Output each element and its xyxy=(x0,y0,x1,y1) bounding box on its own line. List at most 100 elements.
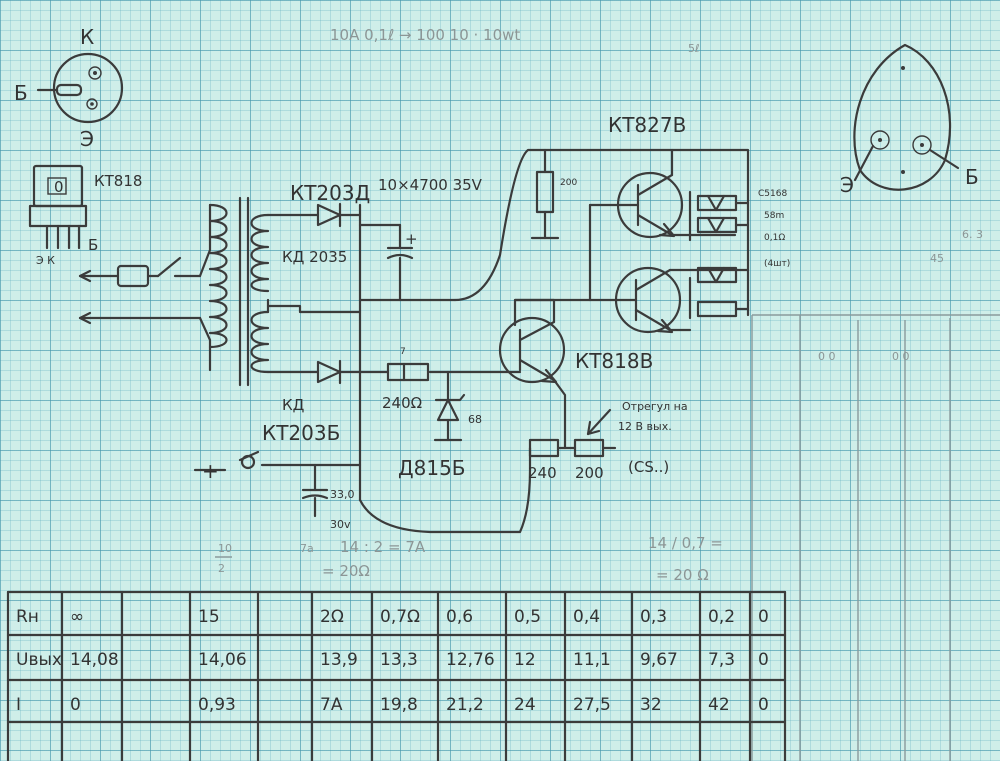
output-terminal xyxy=(240,454,256,470)
zener-value: 68 xyxy=(468,413,482,426)
pin-e-label: Э xyxy=(80,127,94,151)
r7-label: 7 xyxy=(400,347,406,357)
round-case-outline xyxy=(52,52,124,124)
faint-note-a: 6. 3 xyxy=(962,228,983,241)
calc-mid-b: 14 : 2 = 7A xyxy=(340,538,426,556)
svg-text:+: + xyxy=(405,230,418,248)
calc-left-b: 2 xyxy=(218,562,225,575)
svg-text:0: 0 xyxy=(54,178,64,196)
table-cell: 12 xyxy=(514,650,536,670)
faint-right-columns xyxy=(751,314,1000,761)
to3-e-label: Э xyxy=(840,173,854,197)
table-cell: 15 xyxy=(198,607,220,627)
zener-label: Д815Б xyxy=(398,456,466,480)
calc-right-b: = 20 Ω xyxy=(656,566,709,584)
kt818-label: КТ818В xyxy=(575,349,653,373)
r58-label: 58m xyxy=(764,211,784,221)
mains-input xyxy=(78,203,212,372)
trimmer-label: 200 xyxy=(575,464,604,482)
diode-top xyxy=(316,202,362,228)
table-cell: 9,67 xyxy=(640,650,678,670)
faint-note-b: 45 xyxy=(930,252,944,265)
fuse xyxy=(116,264,150,288)
output-wiring xyxy=(193,446,532,534)
kt827-label: КТ827В xyxy=(608,113,686,137)
table-cell: 0,7Ω xyxy=(380,607,420,627)
calc-right-a: 14 / 0,7 = xyxy=(648,534,723,552)
table-cell: 0,3 xyxy=(640,607,667,627)
table-cell: 0 xyxy=(758,650,769,670)
faint-cols-1: 0 0 xyxy=(818,350,836,363)
to3-b-label: Б xyxy=(965,165,979,189)
measurement-table xyxy=(6,590,787,761)
kd-top-label: КД 2035 xyxy=(282,248,347,266)
table-cell: 7A xyxy=(320,695,343,715)
table-cell: 0,2 xyxy=(708,607,735,627)
corner-note: 5ℓ xyxy=(688,42,700,55)
diode-bottom xyxy=(316,359,362,385)
table-cell: 13,9 xyxy=(320,650,358,670)
table-cell: 24 xyxy=(514,695,536,715)
table-cell: 0 xyxy=(758,695,769,715)
to3-pinout xyxy=(853,43,960,191)
pin-k-label: К xyxy=(80,25,94,49)
table-cell: 0,6 xyxy=(446,607,473,627)
emitter-resistor-upper xyxy=(688,190,750,242)
zener-d815 xyxy=(433,370,466,442)
table-cell: 21,2 xyxy=(446,695,484,715)
caps-label: 10×4700 35V xyxy=(378,176,483,194)
table-cell: 12,76 xyxy=(446,650,495,670)
kt818-b-label: Б xyxy=(88,236,98,254)
table-cell: 14,06 xyxy=(198,650,247,670)
table-cell: 7,3 xyxy=(708,650,735,670)
table-cell: Uвых xyxy=(16,650,62,670)
resistor-200-top xyxy=(530,148,560,240)
resistor-240-left xyxy=(358,362,430,382)
kt818-driver-transistor xyxy=(428,298,592,450)
calc-left-a: 10 xyxy=(218,542,232,555)
x4-label: (4шт) xyxy=(764,259,790,269)
adjust-note-1: Отрегул на xyxy=(622,400,688,413)
table-cell: 0 xyxy=(70,695,81,715)
r240-bottom-label: 240 xyxy=(528,464,557,482)
table-cell: 11,1 xyxy=(573,650,611,670)
table-cell: 0 xyxy=(758,607,769,627)
trimmer-resistor xyxy=(528,408,617,458)
table-cell: ∞ xyxy=(70,607,84,627)
table-cell: Rн xyxy=(16,607,39,627)
diode-top-label: КТ203Д xyxy=(290,181,370,205)
table-cell: 27,5 xyxy=(573,695,611,715)
table-cell: 14,08 xyxy=(70,650,119,670)
table-cell: 0,93 xyxy=(198,695,236,715)
round-transistor-pinout xyxy=(36,52,124,124)
table-cell: 0,4 xyxy=(573,607,600,627)
kd-bottom-label: КД xyxy=(282,396,304,414)
to126-pinout xyxy=(28,164,88,250)
kt203b-label: КТ203Б xyxy=(262,421,340,445)
plus-label: + xyxy=(202,459,219,483)
r200-top-label: 200 xyxy=(560,178,577,188)
table-cell: 42 xyxy=(708,695,730,715)
calc-mid-a: 7a xyxy=(300,542,314,555)
table-cell: 19,8 xyxy=(380,695,418,715)
table-cell: I xyxy=(16,695,21,715)
pin-b-label: Б xyxy=(14,81,28,105)
table-cell: 0,5 xyxy=(514,607,541,627)
transformer xyxy=(208,196,362,387)
adjust-note-2: 12 В вых. xyxy=(618,420,672,433)
faint-cols-2: 0 0 xyxy=(892,350,910,363)
kt818-pins-label: Э К xyxy=(36,254,55,267)
table-cell: 2Ω xyxy=(320,607,344,627)
emitter-resistor-lower xyxy=(688,266,750,320)
c5168-label: C5168 xyxy=(758,189,787,199)
header-note: 10A 0,1ℓ → 100 10 · 10wt xyxy=(330,26,520,44)
kt818-pkg-label: КТ818 xyxy=(94,172,142,190)
r01-label: 0,1Ω xyxy=(764,233,785,243)
main-rail xyxy=(358,148,750,502)
r240-left-label: 240Ω xyxy=(382,394,422,412)
c33-volt-label: 30v xyxy=(330,518,351,531)
c33-label: 33,0 xyxy=(330,488,355,501)
table-cell: 32 xyxy=(640,695,662,715)
